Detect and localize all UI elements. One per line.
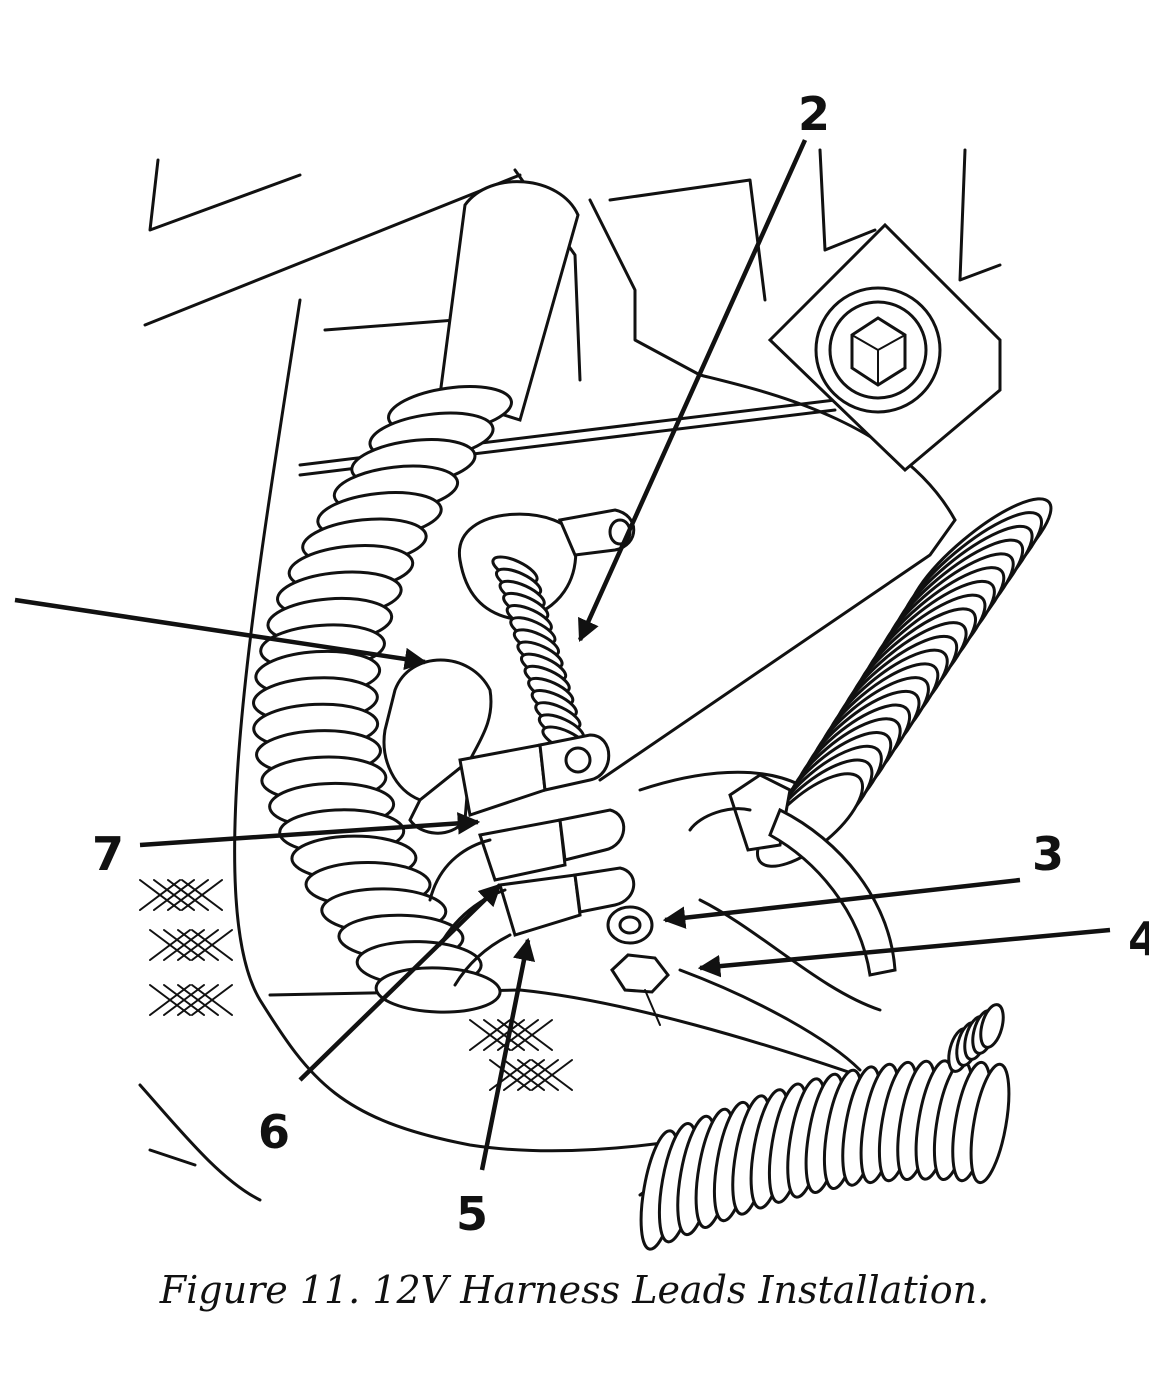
upper-hose (438, 180, 580, 422)
ring-terminals (428, 733, 636, 987)
hatch-marks (139, 879, 573, 1091)
callout-labels: 2 3 4 5 6 7 (92, 87, 1149, 1241)
figure-caption: Figure 11. 12V Harness Leads Installatio… (159, 1268, 990, 1312)
washer (606, 905, 654, 945)
callout-7: 7 (92, 827, 124, 881)
callout-4: 4 (1128, 912, 1149, 966)
callout-5: 5 (456, 1187, 488, 1241)
leader-lines (14, 139, 1111, 1171)
callout-3: 3 (1032, 827, 1064, 881)
callout-2: 2 (798, 87, 830, 141)
corrugated-boot-right (755, 497, 1053, 868)
callout-6: 6 (258, 1105, 290, 1159)
corrugated-tube-bottom (639, 1003, 1011, 1251)
stud-boot (458, 508, 636, 622)
hex-nut (610, 953, 670, 1026)
threaded-stud (491, 555, 589, 755)
hose-clamp (688, 773, 897, 977)
bolt-plate (767, 222, 1002, 473)
